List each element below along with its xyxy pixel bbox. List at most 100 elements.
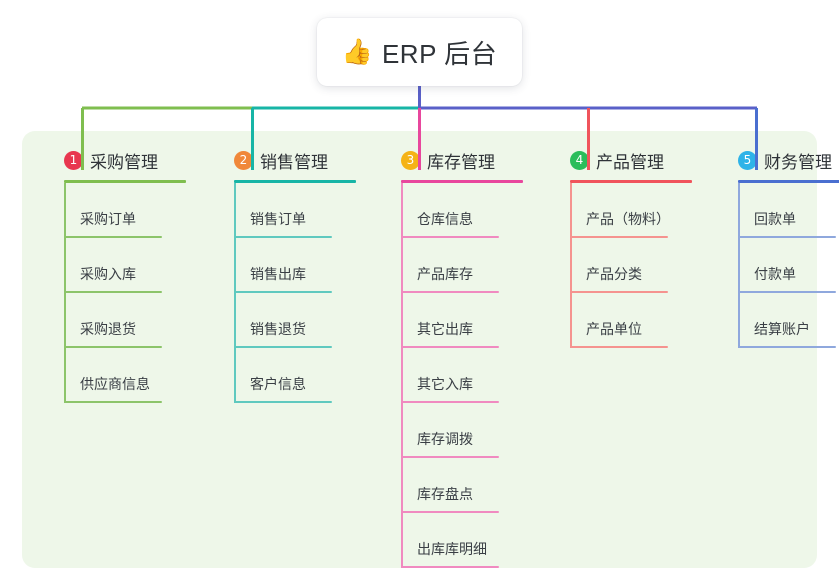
list-item[interactable]: 其它入库 xyxy=(401,348,535,403)
branch-spine xyxy=(234,183,236,403)
list-item-label: 其它入库 xyxy=(417,376,473,392)
list-item-label: 产品（物料） xyxy=(586,211,670,227)
list-item-label: 采购入库 xyxy=(80,266,136,282)
category-badge-icon: 4 xyxy=(570,150,589,170)
list-item-label: 供应商信息 xyxy=(80,376,150,392)
list-item-underline xyxy=(401,346,499,348)
thumbs-up-icon: 👍 xyxy=(341,38,373,66)
list-item-underline xyxy=(738,291,836,293)
branch-spine xyxy=(570,183,572,348)
list-item-label: 销售退货 xyxy=(250,321,306,337)
category-item-list: 销售订单销售出库销售退货客户信息 xyxy=(216,183,368,403)
category-title: 采购管理 xyxy=(90,152,158,172)
list-item[interactable]: 采购订单 xyxy=(64,183,198,238)
list-item[interactable]: 库存盘点 xyxy=(401,458,535,513)
list-item-underline xyxy=(64,346,162,348)
list-item-underline xyxy=(401,291,499,293)
list-item-label: 销售订单 xyxy=(250,211,306,227)
list-item-label: 客户信息 xyxy=(250,376,306,392)
category-badge-icon: 3 xyxy=(401,150,420,170)
list-item-underline xyxy=(401,401,499,403)
list-item-label: 采购退货 xyxy=(80,321,136,337)
category-badge-icon: 1 xyxy=(64,150,83,170)
list-item-label: 产品分类 xyxy=(586,266,642,282)
category-badge-icon: 2 xyxy=(234,150,253,170)
list-item-underline xyxy=(64,291,162,293)
category-item-list: 回款单付款单结算账户 xyxy=(720,183,839,348)
category-title: 产品管理 xyxy=(596,152,664,172)
list-item[interactable]: 产品（物料） xyxy=(570,183,704,238)
category-title: 财务管理 xyxy=(764,152,832,172)
list-item-underline xyxy=(738,236,836,238)
list-item[interactable]: 产品分类 xyxy=(570,238,704,293)
category-item-list: 产品（物料） 产品分类产品单位 xyxy=(552,183,704,348)
category-header-1[interactable]: 1 采购管理 xyxy=(46,147,198,173)
list-item-underline xyxy=(234,346,332,348)
list-item-underline xyxy=(401,456,499,458)
list-item[interactable]: 供应商信息 xyxy=(64,348,198,403)
list-item-label: 销售出库 xyxy=(250,266,306,282)
category-title: 销售管理 xyxy=(260,152,328,172)
category-underline xyxy=(234,180,356,183)
list-item-label: 产品单位 xyxy=(586,321,642,337)
category-header-5[interactable]: 5 财务管理 xyxy=(720,147,839,173)
list-item-underline xyxy=(570,236,668,238)
list-item-underline xyxy=(64,401,162,403)
branch-spine xyxy=(738,183,740,348)
list-item-label: 库存调拨 xyxy=(417,431,473,447)
list-item[interactable]: 销售订单 xyxy=(234,183,368,238)
root-title-card[interactable]: 👍ERP 后台 xyxy=(317,18,522,86)
list-item[interactable]: 采购入库 xyxy=(64,238,198,293)
list-item[interactable]: 回款单 xyxy=(738,183,839,238)
category-item-list: 仓库信息产品库存其它出库其它入库库存调拨库存盘点出库库明细 xyxy=(383,183,535,568)
list-item[interactable]: 产品单位 xyxy=(570,293,704,348)
list-item-label: 采购订单 xyxy=(80,211,136,227)
list-item[interactable]: 采购退货 xyxy=(64,293,198,348)
category-badge-icon: 5 xyxy=(738,150,757,170)
list-item-underline xyxy=(234,291,332,293)
list-item-label: 付款单 xyxy=(754,266,796,282)
list-item[interactable]: 其它出库 xyxy=(401,293,535,348)
list-item-underline xyxy=(234,236,332,238)
category-column-4: 4 产品管理产品（物料） 产品分类产品单位 xyxy=(552,147,704,348)
list-item-underline xyxy=(401,566,499,568)
list-item-underline xyxy=(570,346,668,348)
list-item[interactable]: 客户信息 xyxy=(234,348,368,403)
branch-spine xyxy=(401,183,403,568)
category-underline xyxy=(738,180,839,183)
category-item-list: 采购订单采购入库采购退货供应商信息 xyxy=(46,183,198,403)
list-item[interactable]: 库存调拨 xyxy=(401,403,535,458)
list-item-label: 库存盘点 xyxy=(417,486,473,502)
category-column-5: 5 财务管理回款单付款单结算账户 xyxy=(720,147,839,348)
list-item-label: 回款单 xyxy=(754,211,796,227)
category-underline xyxy=(570,180,692,183)
list-item-label: 结算账户 xyxy=(754,321,810,337)
category-underline xyxy=(64,180,186,183)
category-column-3: 3 库存管理仓库信息产品库存其它出库其它入库库存调拨库存盘点出库库明细 xyxy=(383,147,535,568)
list-item-label: 出库库明细 xyxy=(417,541,487,557)
list-item[interactable]: 出库库明细 xyxy=(401,513,535,568)
list-item-underline xyxy=(570,291,668,293)
list-item[interactable]: 产品库存 xyxy=(401,238,535,293)
list-item-label: 仓库信息 xyxy=(417,211,473,227)
list-item[interactable]: 仓库信息 xyxy=(401,183,535,238)
diagram-panel xyxy=(22,131,817,568)
list-item[interactable]: 付款单 xyxy=(738,238,839,293)
category-header-2[interactable]: 2 销售管理 xyxy=(216,147,368,173)
category-column-2: 2 销售管理销售订单销售出库销售退货客户信息 xyxy=(216,147,368,403)
list-item-label: 产品库存 xyxy=(417,266,473,282)
list-item[interactable]: 销售出库 xyxy=(234,238,368,293)
category-underline xyxy=(401,180,523,183)
list-item-underline xyxy=(401,511,499,513)
branch-spine xyxy=(64,183,66,403)
list-item-underline xyxy=(64,236,162,238)
list-item-underline xyxy=(234,401,332,403)
category-header-3[interactable]: 3 库存管理 xyxy=(383,147,535,173)
list-item[interactable]: 销售退货 xyxy=(234,293,368,348)
list-item-underline xyxy=(738,346,836,348)
list-item[interactable]: 结算账户 xyxy=(738,293,839,348)
category-header-4[interactable]: 4 产品管理 xyxy=(552,147,704,173)
category-title: 库存管理 xyxy=(427,152,495,172)
list-item-underline xyxy=(401,236,499,238)
category-column-1: 1 采购管理采购订单采购入库采购退货供应商信息 xyxy=(46,147,198,403)
